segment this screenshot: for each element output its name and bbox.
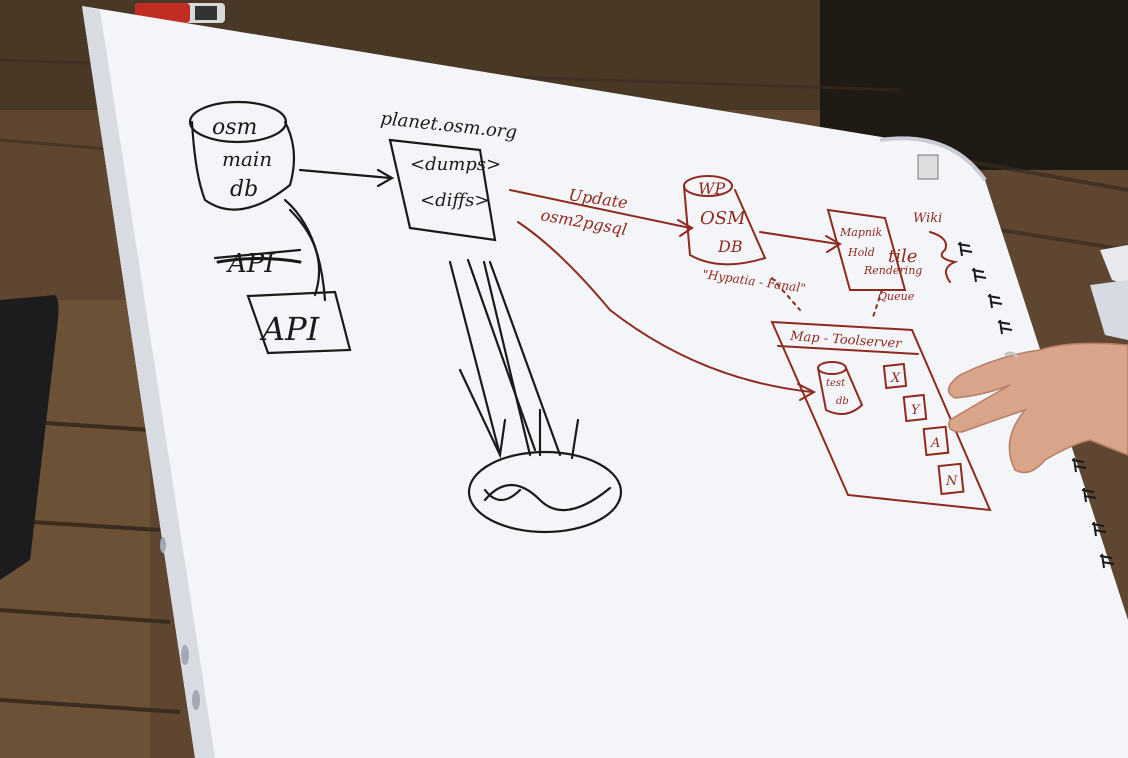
- rendering-label-4: Queue: [878, 290, 915, 303]
- wp-db-label-1: WP: [698, 179, 725, 198]
- wp-db-label-3: DB: [717, 237, 743, 256]
- mark-3: A: [930, 436, 940, 451]
- mark-box-1: [882, 362, 908, 390]
- test-db-label-1: test: [826, 378, 846, 389]
- margin-marks: [957, 241, 1115, 569]
- tile-label: tile: [888, 246, 917, 267]
- test-db-cylinder: [817, 361, 864, 415]
- mark-box-3: [922, 425, 950, 457]
- downstream-ellipse: [467, 450, 623, 534]
- mark-box-4: [937, 462, 965, 496]
- wp-db-label-2: OSM: [700, 208, 746, 229]
- rendering-box: [826, 208, 907, 291]
- planet-box: [388, 138, 497, 242]
- api-box: [246, 290, 352, 355]
- osm-db-label-1: osm: [212, 115, 257, 140]
- mark-box-2: [902, 393, 928, 423]
- rendering-label-3: Rendering: [863, 264, 922, 277]
- rendering-label-1: Mapnik: [839, 226, 882, 239]
- osm-db-label-2: main: [222, 147, 272, 171]
- hand: [947, 342, 1128, 474]
- osm-db-label-3: db: [230, 177, 258, 202]
- laptop-edge: [0, 295, 59, 580]
- toolserver-box: [770, 320, 992, 512]
- diffs-label: <diffs>: [420, 190, 489, 211]
- mark-1: X: [890, 371, 901, 386]
- api-box-label: API: [259, 310, 321, 348]
- test-db-label-2: db: [836, 396, 849, 407]
- wp-osm-db-cylinder: [683, 175, 767, 266]
- mark-2: Y: [911, 403, 921, 418]
- osm-main-db-cylinder: [188, 100, 296, 211]
- dumps-label: <dumps>: [410, 154, 501, 175]
- side-papers: [1090, 245, 1128, 340]
- wiki-label: Wiki: [913, 211, 942, 226]
- marker-pen: [135, 3, 225, 23]
- mark-4: N: [945, 474, 958, 489]
- paper-sheet: [82, 6, 1128, 758]
- rendering-label-2: Hold: [847, 246, 875, 259]
